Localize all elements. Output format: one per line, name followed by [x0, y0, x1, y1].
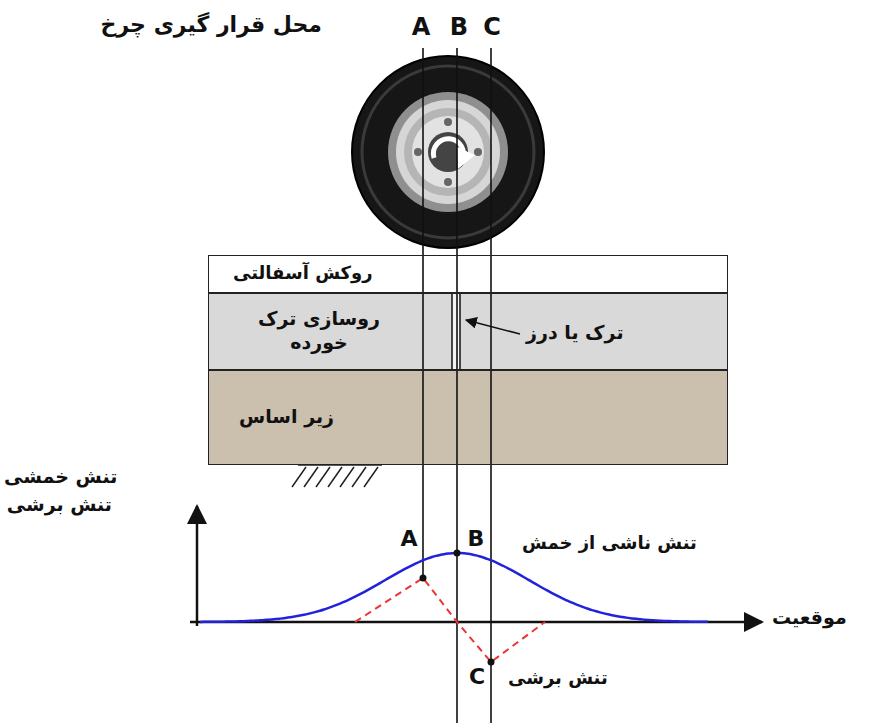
- drawing-part: [444, 118, 452, 126]
- title-label: محل قرار گیری چرخ: [101, 12, 322, 37]
- callout-label: ترک یا درز: [526, 322, 624, 344]
- crack-symbol: [452, 293, 460, 370]
- bending-stress-curve: [200, 553, 708, 622]
- crack-edge: [459, 293, 461, 370]
- drawing-part: [396, 100, 500, 204]
- layer-name: روسازی ترک خورده: [249, 307, 389, 355]
- section-letter: A: [412, 14, 431, 42]
- drawing-part: [444, 178, 452, 186]
- layer-fill: [208, 370, 728, 465]
- hatch-line: [364, 467, 378, 487]
- subbase-band: زیر اساس: [208, 370, 728, 465]
- drawing-part: [433, 139, 463, 160]
- point-letter: C: [469, 664, 485, 689]
- hatch-line: [328, 467, 342, 487]
- section-line: [422, 48, 424, 578]
- layer-name: زیر اساس: [239, 405, 334, 429]
- layer-fill: [208, 293, 728, 370]
- point-letter: A: [400, 526, 417, 551]
- drawing-part: [362, 66, 534, 238]
- tire-illustration: [352, 56, 544, 248]
- shear-stress-curve: [355, 578, 545, 662]
- point-marker: [488, 659, 495, 666]
- cracked-pavement-band: روسازی ترک خورده: [208, 293, 728, 370]
- drawing-part: [404, 108, 492, 196]
- curve-label: تنش ناشی از خمش: [522, 533, 697, 554]
- section-letter: B: [450, 14, 468, 42]
- hatch-line: [340, 467, 354, 487]
- drawing-part: [352, 56, 544, 248]
- point-letter: B: [468, 526, 485, 551]
- axis-label: تنش خمشی: [4, 466, 117, 488]
- asphalt-overlay-band: روکش آسفالتی: [208, 255, 728, 293]
- curve-label: تنش برشی: [508, 668, 608, 689]
- drawing-part: [414, 148, 422, 156]
- drawing-part: [388, 92, 508, 212]
- axis-label: موقعیت: [772, 607, 847, 629]
- y-axis: [196, 506, 199, 626]
- ground-hatch: [292, 465, 382, 487]
- layer-fill: [208, 255, 728, 293]
- stress-curves: [200, 553, 708, 662]
- drawing-part: [428, 132, 468, 172]
- layer-name: روکش آسفالتی: [233, 262, 373, 285]
- leader-line: [466, 320, 520, 334]
- layer-fills: [208, 255, 728, 465]
- point-marker: [454, 550, 461, 557]
- hatch-line: [292, 467, 306, 487]
- hatch-line: [352, 467, 366, 487]
- drawing-part: [474, 148, 482, 156]
- crack-gap: [452, 293, 460, 370]
- hatch-line: [316, 467, 330, 487]
- section-letter: C: [483, 14, 501, 42]
- point-marker: [420, 575, 427, 582]
- crack-edge: [451, 293, 453, 370]
- axis-label: تنش برشی: [7, 494, 112, 516]
- hatch-line: [304, 467, 318, 487]
